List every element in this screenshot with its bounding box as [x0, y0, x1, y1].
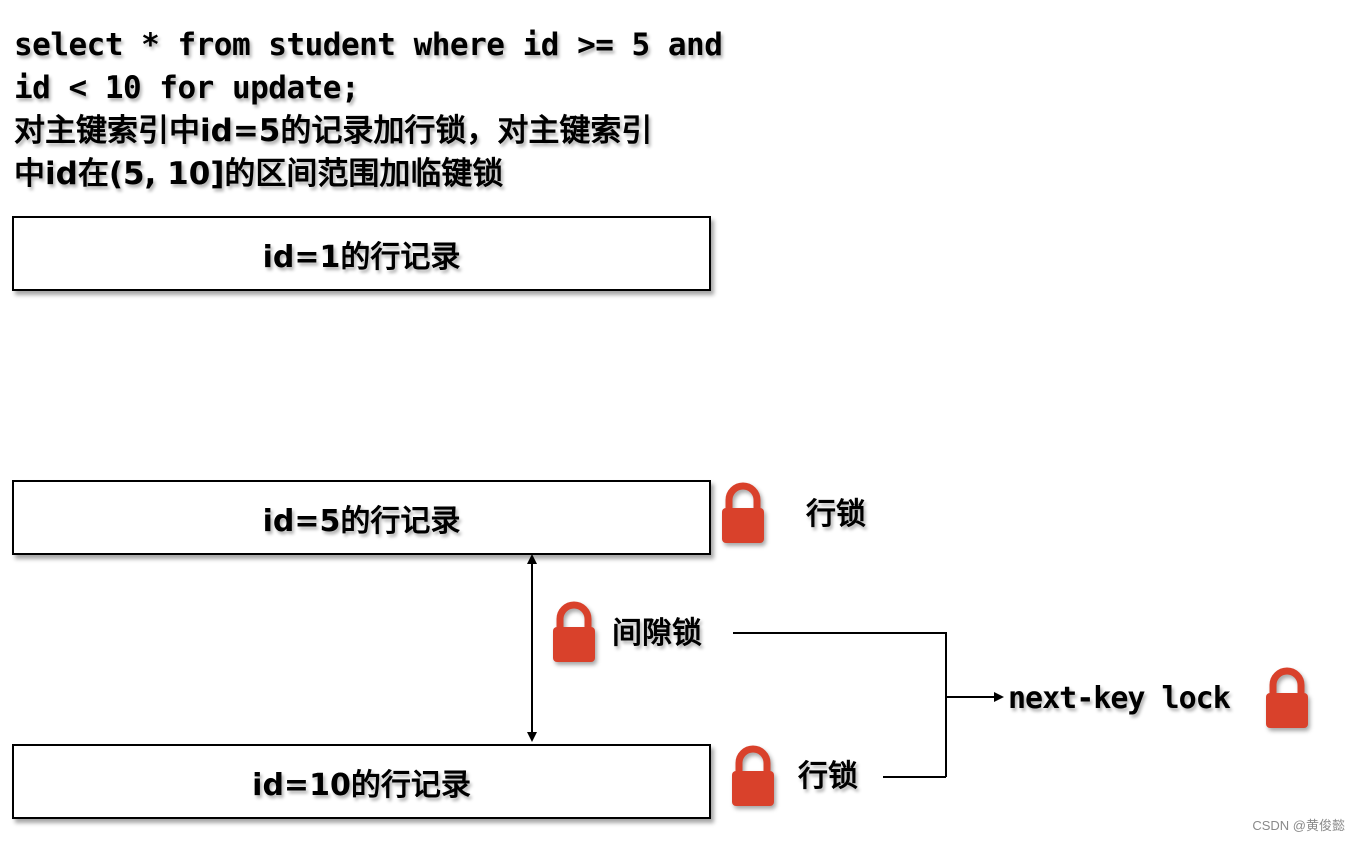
lock-icon: [732, 745, 774, 806]
watermark: CSDN @黄俊懿: [1252, 818, 1345, 833]
next-key-lock-label: next-key lock: [1008, 681, 1231, 716]
description-line-1: 对主键索引中id=5的记录加行锁，对主键索引: [14, 113, 653, 149]
row-lock-label-bottom: 行锁: [798, 759, 858, 794]
row-lock-label-top: 行锁: [806, 497, 866, 532]
lock-icon: [722, 482, 764, 543]
query-description: select * from student where id >= 5 and …: [14, 24, 754, 196]
row-record-id-10: id=10的行记录: [12, 744, 711, 819]
gap-lock-connector: [733, 632, 947, 777]
row-record-id-1: id=1的行记录: [12, 216, 711, 291]
row-record-id-1-label: id=1的行记录: [262, 239, 461, 275]
row-record-id-10-label: id=10的行记录: [252, 767, 471, 803]
description-line-2: 中id在(5, 10]的区间范围加临键锁: [14, 156, 504, 192]
lock-icon: [1266, 667, 1308, 728]
sql-line-1: select * from student where id >= 5 and: [14, 27, 723, 63]
sql-line-2: id < 10 for update;: [14, 70, 360, 106]
row-record-id-5-label: id=5的行记录: [262, 503, 461, 539]
row-record-id-5: id=5的行记录: [12, 480, 711, 555]
lock-icon: [553, 601, 595, 662]
gap-lock-label: 间隙锁: [612, 616, 702, 651]
